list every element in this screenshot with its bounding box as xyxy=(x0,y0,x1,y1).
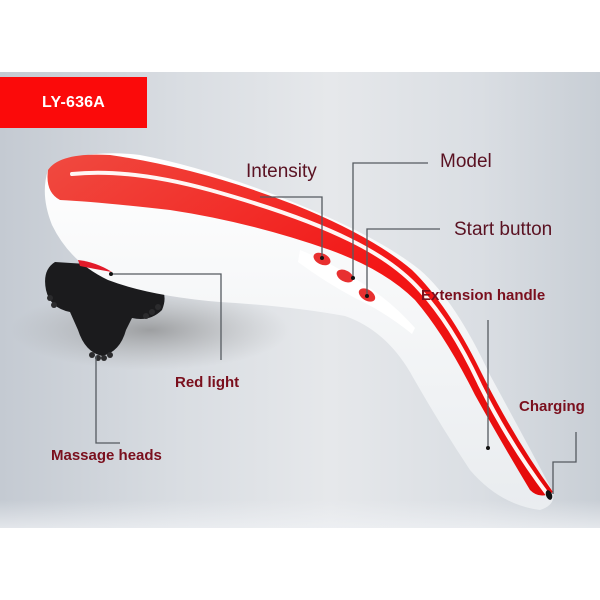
callout-red-light: Red light xyxy=(175,374,240,391)
callout-start-button: Start button xyxy=(454,219,553,240)
callout-model: Model xyxy=(440,151,492,172)
model-tag: LY-636A xyxy=(0,77,147,128)
massager-body xyxy=(44,153,554,510)
leader-lines xyxy=(95,162,577,494)
callout-massage-heads: Massage heads xyxy=(51,447,162,464)
massager-red-shell xyxy=(47,154,553,496)
callout-intensity: Intensity xyxy=(246,161,317,182)
red-light-indicator xyxy=(78,260,112,272)
leader-red-light xyxy=(111,273,222,360)
charging-port xyxy=(545,490,553,500)
leader-intensity xyxy=(260,196,323,258)
leader-massage-heads xyxy=(95,356,120,444)
product-image-area: LY-636A xyxy=(0,72,600,528)
leader-start-button xyxy=(366,228,440,296)
callout-charging: Charging xyxy=(519,398,585,415)
massager-illustration xyxy=(10,153,577,510)
button-panel xyxy=(298,250,415,334)
leader-model xyxy=(352,162,428,278)
model-tag-text: LY-636A xyxy=(41,93,106,111)
leader-charging xyxy=(552,432,577,494)
model-button xyxy=(336,269,354,283)
callout-extension-handle: Extension handle xyxy=(421,287,546,304)
